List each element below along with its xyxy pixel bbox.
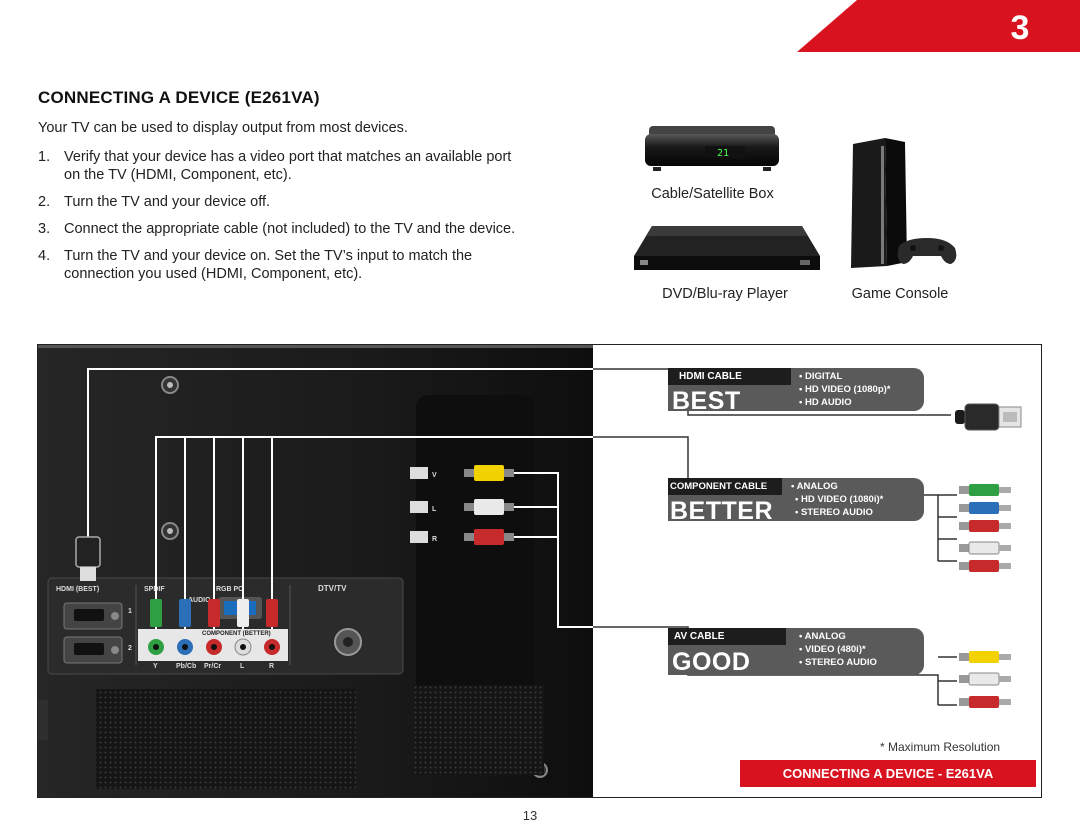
av-plug-red [464,529,514,545]
av-plug-yellow [464,465,514,481]
dvd-bluray-player-label: DVD/Blu-ray Player [662,286,788,302]
hdmi-feature: • DIGITAL [799,371,843,382]
av-plugs-icon [959,651,1011,708]
svg-text:L: L [240,663,245,670]
hdmi-cable-rating: BEST [672,387,741,415]
hdmi-feature: • HD AUDIO [799,397,852,408]
svg-text:SPDIF: SPDIF [144,586,165,593]
svg-text:Pb/Cb: Pb/Cb [176,663,196,670]
footnote: * Maximum Resolution [880,740,1001,754]
component-plugs-icon [959,484,1011,572]
game-console-label: Game Console [851,286,949,302]
component-cable-card: COMPONENT CABLE BETTER • ANALOG • HD VID… [668,478,924,525]
av-cable-card: AV CABLE GOOD • ANALOG • VIDEO (480i)* •… [668,628,924,676]
footer-section-title: CONNECTING A DEVICE - E261VA [740,760,1036,787]
svg-text:Pr/Cr: Pr/Cr [204,663,221,670]
game-console-image [851,138,957,268]
hdmi-plug-icon [955,403,1022,431]
av-feature: • VIDEO (480i)* [799,644,866,655]
component-feature: • HD VIDEO (1080i)* [795,494,884,505]
svg-text:COMPONENT (BETTER): COMPONENT (BETTER) [202,631,271,637]
svg-text:L: L [432,506,437,513]
chapter-tab [797,0,1080,52]
chapter-number: 3 [1010,9,1030,47]
hdmi-cable-name: HDMI CABLE [668,368,791,385]
cable-satellite-box-image: 21 [645,126,779,171]
svg-text:HDMI (BEST): HDMI (BEST) [56,586,99,593]
svg-text:RGB PC: RGB PC [216,586,243,593]
svg-text:R: R [432,536,437,543]
component-feature: • ANALOG [791,481,838,492]
step-item: 4.Turn the TV and your device on. Set th… [38,248,473,282]
svg-text:1: 1 [128,608,132,615]
component-cable-rating: BETTER [670,497,773,525]
svg-text:DTV/TV: DTV/TV [318,584,347,593]
component-feature: • STEREO AUDIO [795,507,873,518]
hdmi-cable-card: HDMI CABLE BEST • DIGITAL • HD VIDEO (10… [668,368,924,415]
section-title: CONNECTING A DEVICE (E261VA) [38,88,320,107]
av-plug-white [464,499,514,515]
svg-text:21: 21 [717,148,729,159]
hdmi-plug-tv [75,536,101,581]
av-feature: • ANALOG [799,631,846,642]
steps-list: 1.Verify that your device has a video po… [38,148,518,292]
tv-back-panel: HDMI (BEST) SPDIF RGB PC AUDIO DTV/TV 1 … [38,345,593,797]
svg-text:R: R [269,663,274,670]
av-cable-rating: GOOD [672,648,751,676]
intro-text: Your TV can be used to display output fr… [38,120,408,136]
svg-text:AUDIO: AUDIO [188,597,211,604]
hdmi-feature: • HD VIDEO (1080p)* [799,384,891,395]
svg-text:2: 2 [128,645,132,652]
connection-diagram-frame [37,344,1042,798]
step-item: 1.Verify that your device has a video po… [38,149,512,183]
component-cable-name: COMPONENT CABLE [668,478,782,495]
svg-text:Y: Y [153,663,158,670]
cable-satellite-box-label: Cable/Satellite Box [651,186,774,202]
dvd-bluray-player-image [634,226,820,270]
page-number: 13 [522,808,538,823]
svg-text:V: V [432,472,437,479]
step-item: 2.Turn the TV and your device off. [38,194,271,210]
av-cable-name: AV CABLE [668,628,786,645]
step-item: 3.Connect the appropriate cable (not inc… [38,221,516,237]
av-feature: • STEREO AUDIO [799,657,877,668]
